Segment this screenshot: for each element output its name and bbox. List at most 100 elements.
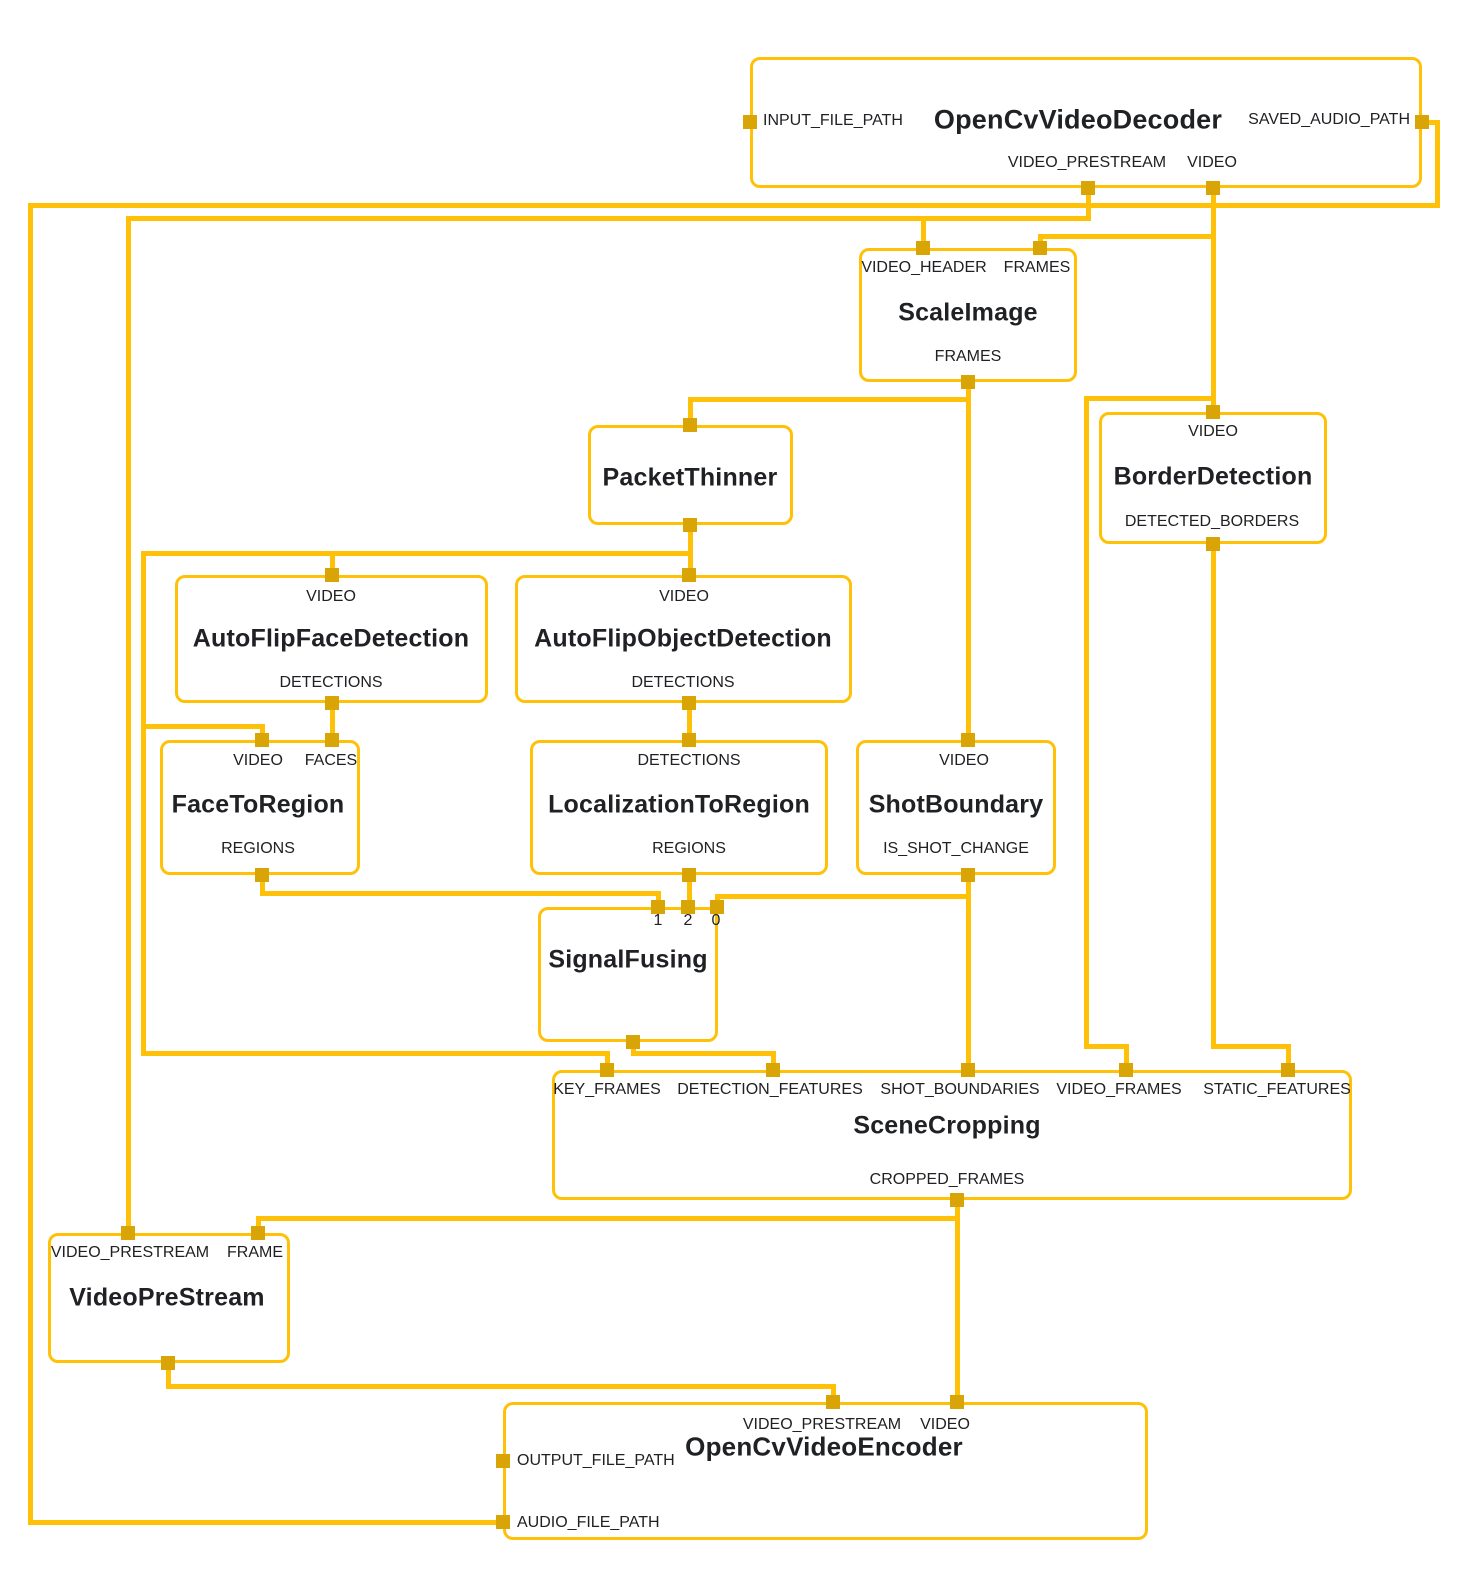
- port-scene-cropping: [961, 1063, 975, 1077]
- port-label-regions: REGIONS: [652, 840, 726, 857]
- node-title-face-to-region: FaceToRegion: [171, 790, 345, 819]
- edge-objectdetection-detections-to-localization: [686, 700, 692, 743]
- port-signal-fusing: [626, 1035, 640, 1049]
- edge-cropped-frames-to-videoprestream-frame: [255, 1215, 960, 1221]
- node-title-video-pre-stream: VideoPreStream: [69, 1283, 265, 1312]
- port-opencv-video-decoder: [1206, 181, 1220, 195]
- node-title-opencv-video-encoder: OpenCvVideoEncoder: [685, 1431, 963, 1462]
- port-label-frame: FRAME: [227, 1244, 283, 1261]
- port-opencv-video-encoder: [826, 1395, 840, 1409]
- edge-saved-audio-path-to-audio-file-path: [1434, 119, 1440, 208]
- edge-video-to-scenecropping-video-frames: [1083, 1043, 1129, 1049]
- node-title-scale-image: ScaleImage: [898, 298, 1038, 327]
- edge-video-prestream-to-videoprestream-node: [125, 215, 131, 1236]
- edge-video-to-scenecropping-video-frames: [1083, 395, 1089, 1049]
- node-scale-image[interactable]: [859, 248, 1077, 382]
- edge-scaleimage-frames-to-packetthinner: [687, 396, 971, 402]
- node-title-localization-to-region: LocalizationToRegion: [548, 790, 810, 819]
- port-packet-thinner: [683, 418, 697, 432]
- edge-saved-audio-path-to-audio-file-path: [27, 202, 33, 1525]
- port-label-detected-borders: DETECTED_BORDERS: [1124, 513, 1300, 530]
- port-scene-cropping: [1119, 1063, 1133, 1077]
- port-label-saved-audio-path: SAVED_AUDIO_PATH: [1248, 111, 1410, 128]
- edge-video-prestream-to-videoprestream-node: [125, 215, 1091, 221]
- port-label-detection-features: DETECTION_FEATURES: [677, 1081, 863, 1098]
- port-opencv-video-encoder: [950, 1395, 964, 1409]
- node-opencv-video-encoder[interactable]: [503, 1402, 1148, 1540]
- node-title-signal-fusing: SignalFusing: [548, 945, 708, 974]
- port-label-video: VIDEO: [920, 1416, 970, 1433]
- edge-scaleimage-frames-to-shotboundary-video: [965, 379, 971, 743]
- port-localization-to-region: [682, 733, 696, 747]
- node-autoflip-object-detection[interactable]: [515, 575, 852, 703]
- port-label-2: 2: [683, 912, 693, 929]
- edge-cropped-frames-to-videoprestream-frame: [954, 1197, 960, 1221]
- edge-packetthinner-to-keyframes: [140, 1050, 610, 1056]
- port-label-audio-file-path: AUDIO_FILE_PATH: [517, 1514, 660, 1531]
- port-label-1: 1: [653, 912, 663, 929]
- node-border-detection[interactable]: [1099, 412, 1327, 544]
- port-signal-fusing: [681, 900, 695, 914]
- port-label-video-prestream: VIDEO_PRESTREAM: [1007, 154, 1167, 171]
- port-video-pre-stream: [251, 1226, 265, 1240]
- edge-saved-audio-path-to-audio-file-path: [27, 1519, 506, 1525]
- port-opencv-video-decoder: [1081, 181, 1095, 195]
- port-autoflip-object-detection: [682, 696, 696, 710]
- node-shot-boundary[interactable]: [856, 740, 1056, 875]
- port-face-to-region: [325, 733, 339, 747]
- edge-video-to-scenecropping-video-frames: [1083, 395, 1216, 401]
- edge-shotboundary-to-scenecropping-shot-boundaries: [965, 872, 971, 1073]
- port-label-output-file-path: OUTPUT_FILE_PATH: [517, 1452, 675, 1469]
- port-label-video: VIDEO: [939, 752, 989, 769]
- edge-cropped-frames-to-encoder-video: [954, 1197, 960, 1405]
- edge-videoprestream-to-encoder-video-prestream: [165, 1360, 171, 1389]
- edge-saved-audio-path-to-audio-file-path: [27, 202, 1440, 208]
- port-border-detection: [1206, 537, 1220, 551]
- port-autoflip-object-detection: [682, 568, 696, 582]
- port-label-0: 0: [711, 912, 721, 929]
- port-label-video-frames: VIDEO_FRAMES: [1056, 1081, 1182, 1098]
- node-title-opencv-video-decoder: OpenCvVideoDecoder: [933, 104, 1223, 135]
- edge-packetthinner-to-keyframes: [140, 550, 146, 1056]
- edge-localization-regions-to-signalfusing-2: [686, 872, 692, 910]
- port-scene-cropping: [1281, 1063, 1295, 1077]
- port-label-frames: FRAMES: [934, 348, 1002, 365]
- port-opencv-video-decoder: [743, 115, 757, 129]
- port-label-detections: DETECTIONS: [631, 674, 735, 691]
- port-scale-image: [1033, 241, 1047, 255]
- edge-detected-borders-to-static-features: [1210, 541, 1216, 1049]
- edge-video-prestream-to-videoprestream-node: [1085, 185, 1091, 221]
- port-face-to-region: [255, 733, 269, 747]
- port-opencv-video-encoder: [496, 1515, 510, 1529]
- edge-videoprestream-to-encoder-video-prestream: [165, 1383, 836, 1389]
- port-border-detection: [1206, 405, 1220, 419]
- node-title-autoflip-face-detection: AutoFlipFaceDetection: [192, 624, 470, 653]
- edge-detected-borders-to-static-features: [1210, 1043, 1291, 1049]
- port-label-is-shot-change: IS_SHOT_CHANGE: [883, 840, 1029, 857]
- node-localization-to-region[interactable]: [530, 740, 828, 875]
- node-title-packet-thinner: PacketThinner: [602, 463, 778, 492]
- port-scene-cropping: [766, 1063, 780, 1077]
- port-label-detections: DETECTIONS: [637, 752, 741, 769]
- edge-packetthinner-to-keyframes: [140, 550, 693, 556]
- node-title-border-detection: BorderDetection: [1113, 462, 1313, 491]
- port-localization-to-region: [682, 868, 696, 882]
- port-label-video: VIDEO: [659, 588, 709, 605]
- port-label-video: VIDEO: [1188, 423, 1238, 440]
- port-label-frames: FRAMES: [1003, 259, 1071, 276]
- port-label-video: VIDEO: [1187, 154, 1237, 171]
- port-label-regions: REGIONS: [221, 840, 295, 857]
- node-signal-fusing[interactable]: [538, 907, 718, 1042]
- port-scale-image: [961, 375, 975, 389]
- edge-videoprestream-to-encoder-video-prestream: [830, 1383, 836, 1405]
- port-label-video: VIDEO: [306, 588, 356, 605]
- port-video-pre-stream: [161, 1356, 175, 1370]
- edge-packetthinner-to-keyframes: [604, 1050, 610, 1073]
- port-autoflip-face-detection: [325, 568, 339, 582]
- edge-shotboundary-to-signalfusing-0: [714, 893, 971, 899]
- edge-video-to-scaleimage-frames: [1037, 233, 1216, 239]
- edge-facedetection-detections-to-faces: [329, 700, 335, 743]
- port-label-input-file-path: INPUT_FILE_PATH: [763, 112, 903, 129]
- port-signal-fusing: [651, 900, 665, 914]
